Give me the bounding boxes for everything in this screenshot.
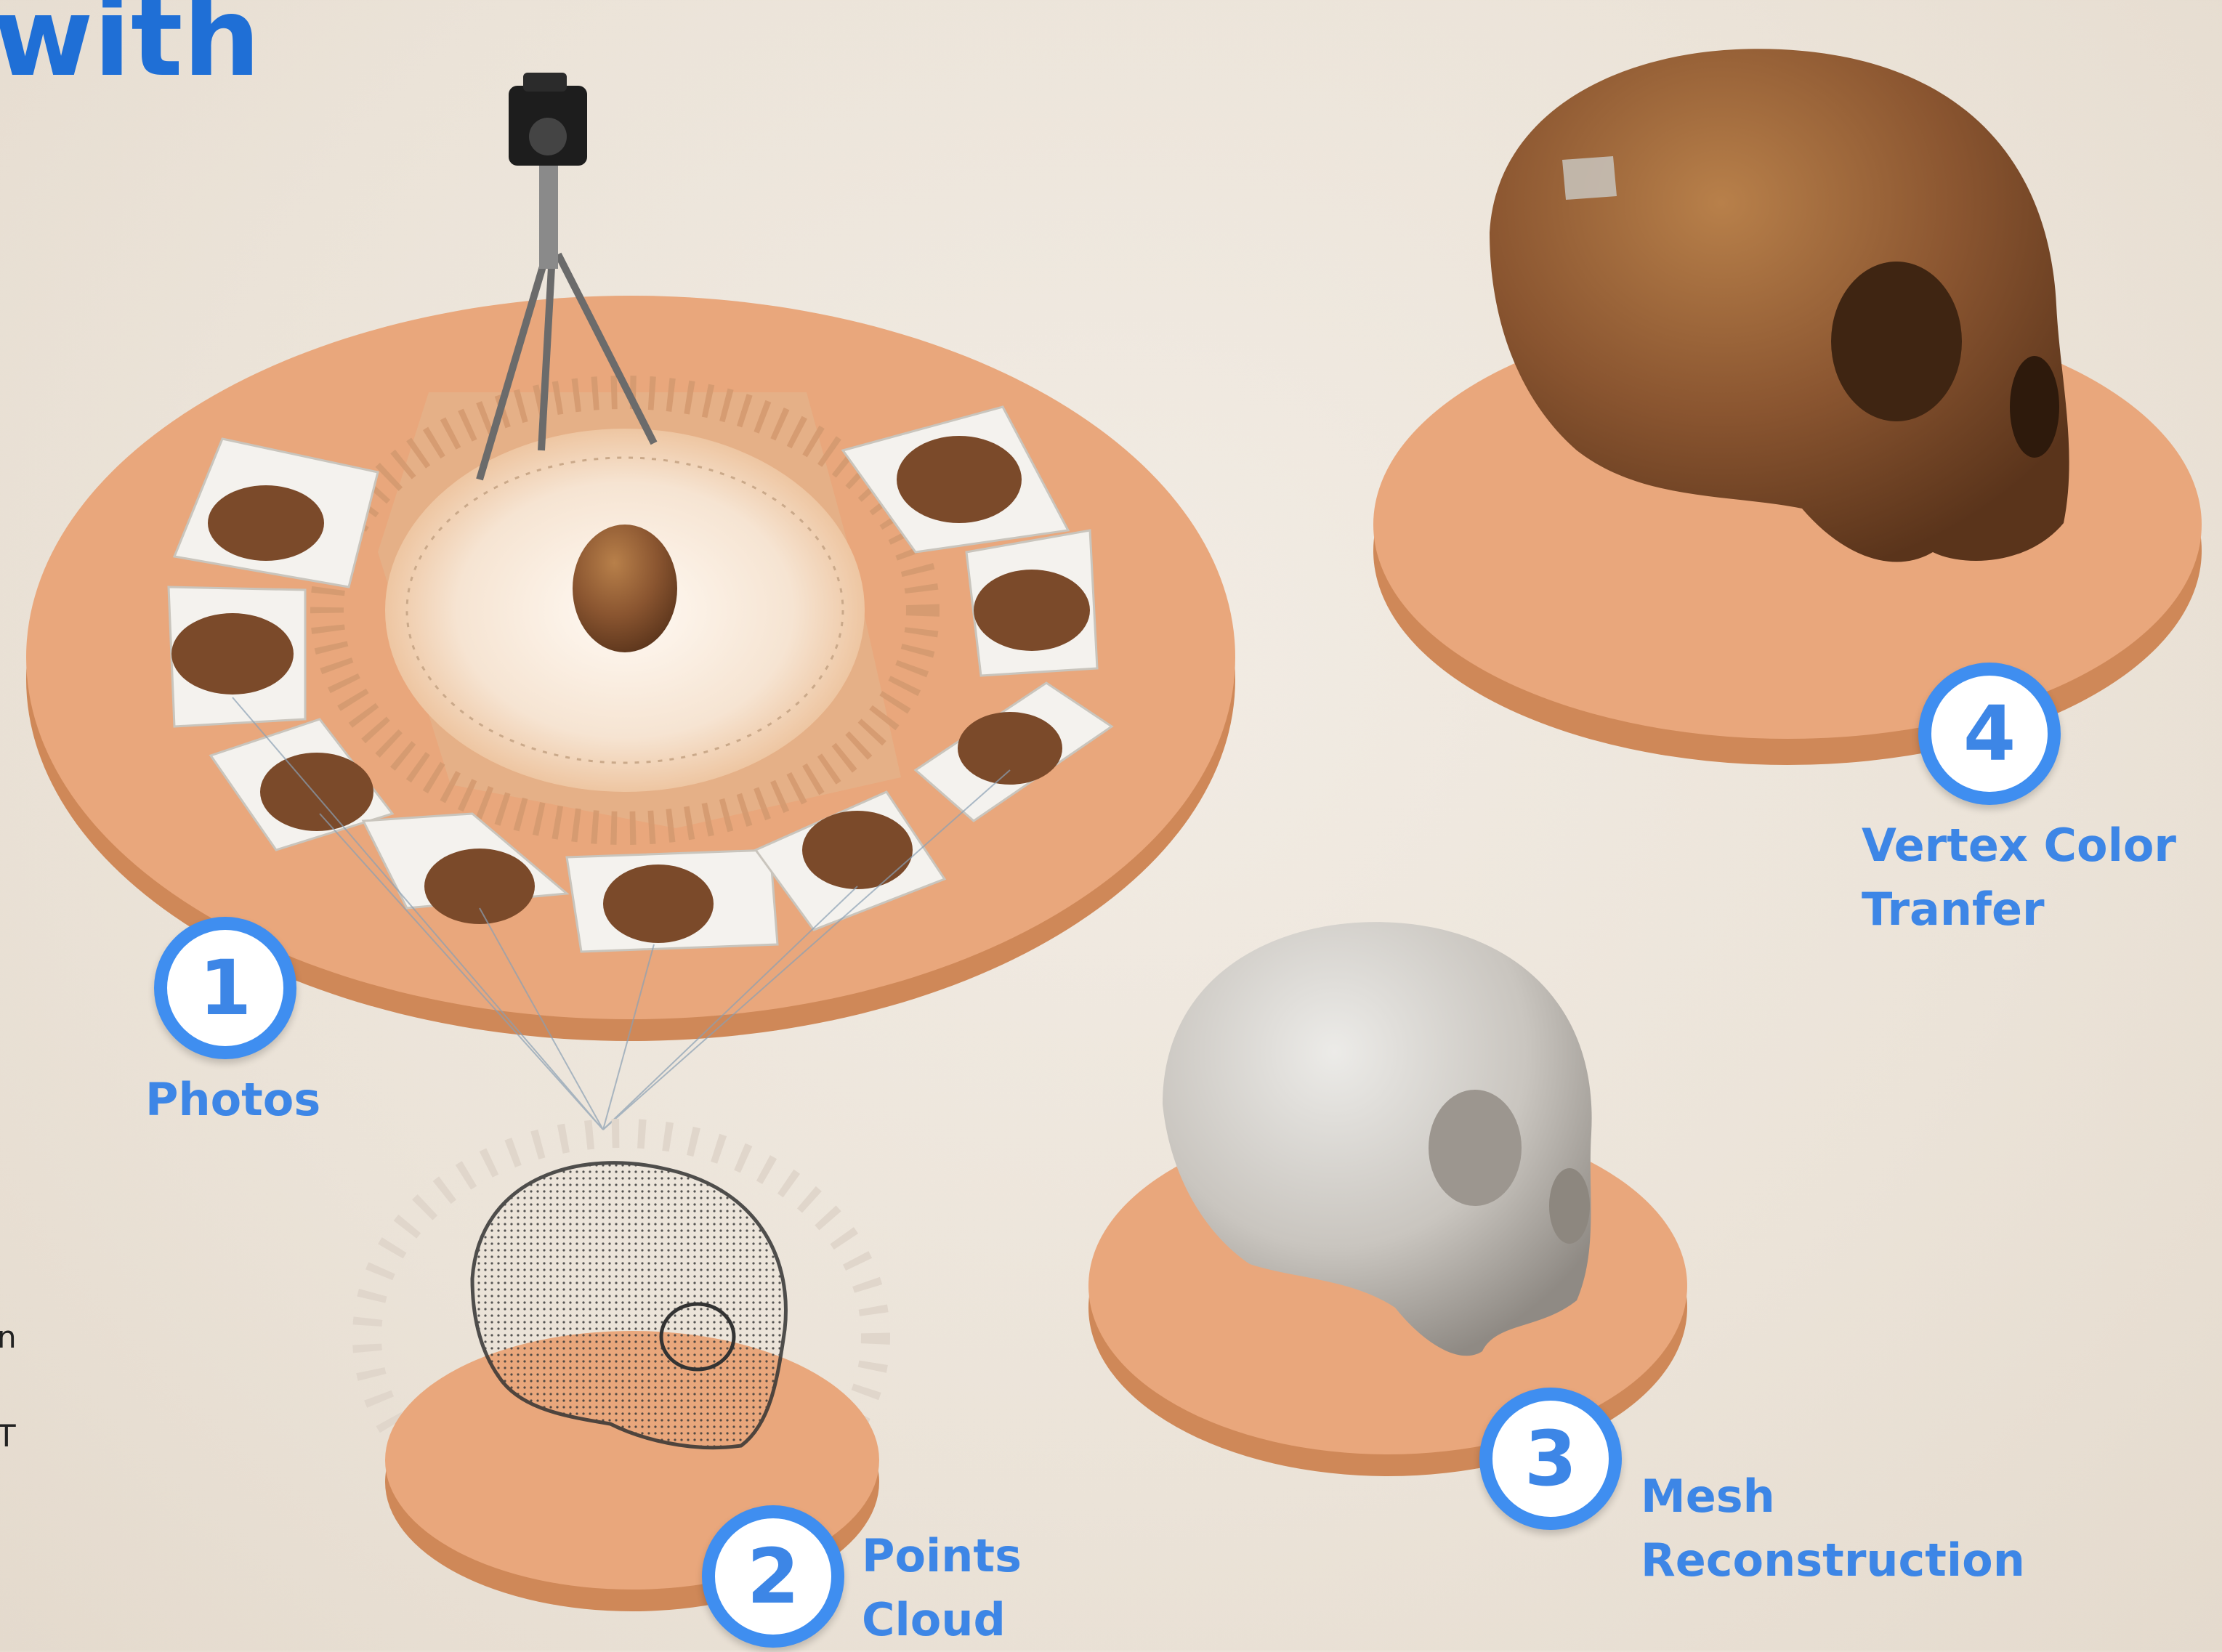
step-3-badge: 3 [1479, 1388, 1622, 1530]
mesh-platform [1088, 922, 1687, 1476]
step-3-label-line-1: Mesh [1641, 1465, 1775, 1528]
cropped-text: T [0, 1418, 16, 1454]
step-3-label-line-2: Reconstruction [1641, 1528, 2025, 1592]
step-2-badge: 2 [702, 1505, 844, 1648]
vertex-color-platform [1373, 49, 2202, 765]
step-2-label-line-1: Points [862, 1524, 1022, 1588]
step-4-label-line-1: Vertex Color [1862, 814, 2176, 878]
step-1-label: Photos [145, 1068, 320, 1132]
cropped-text: n [0, 1319, 17, 1355]
step-4-badge: 4 [1918, 663, 2061, 805]
step-4-label-line-2: Tranfer [1862, 878, 2045, 942]
camera-icon [509, 73, 587, 166]
photo-card [567, 850, 777, 952]
step-1-badge: 1 [154, 917, 296, 1059]
photo-card [966, 530, 1097, 676]
photo-card [169, 587, 305, 726]
step-2-label-line-2: Cloud [862, 1588, 1006, 1652]
